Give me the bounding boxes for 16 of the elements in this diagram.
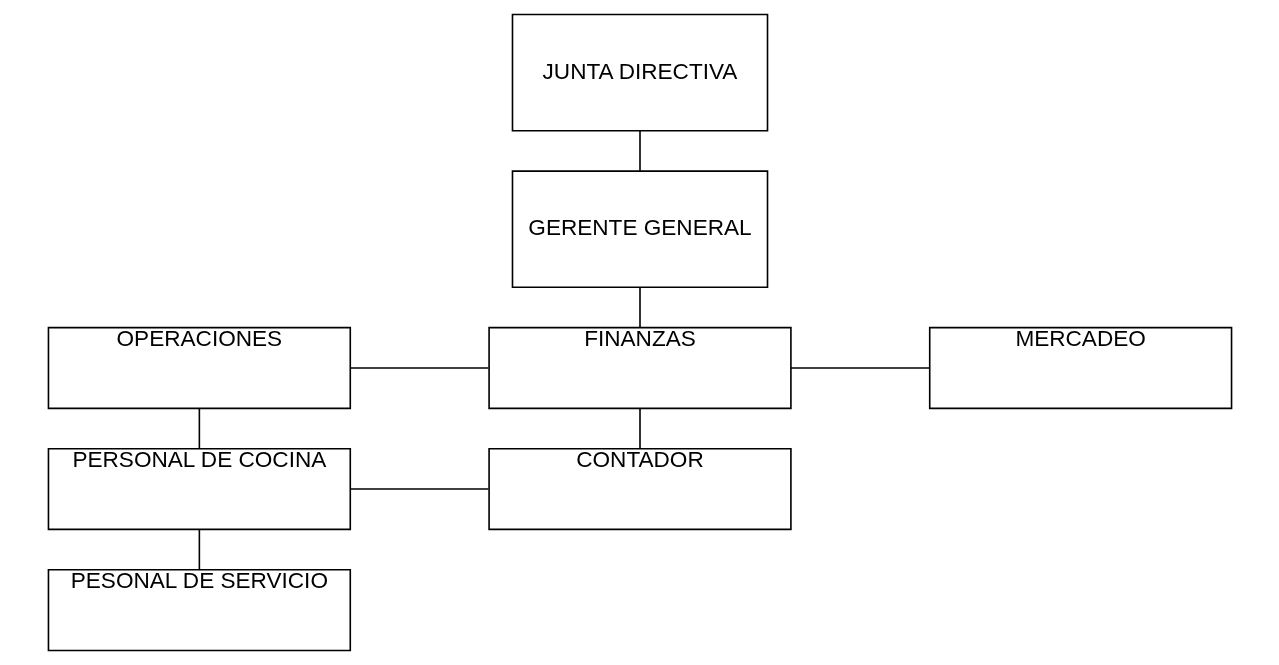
connector [198,529,200,571]
node-box: GERENTE GENERAL [511,170,768,289]
node-box: CONTADOR [487,447,792,531]
connector [638,130,641,172]
node-box: PERSONAL DE COCINA [47,447,351,531]
connector [638,408,641,450]
node-box: OPERACIONES [47,326,351,410]
connector [638,287,641,329]
connector [789,367,930,369]
node-box: PESONAL DE SERVICIO [47,568,351,652]
node-box: FINANZAS [487,326,792,410]
node-box: MERCADEO [928,326,1232,410]
node-box: JUNTA DIRECTIVA [511,13,768,132]
connector [349,367,489,369]
connector [198,408,200,450]
connector [349,488,489,490]
